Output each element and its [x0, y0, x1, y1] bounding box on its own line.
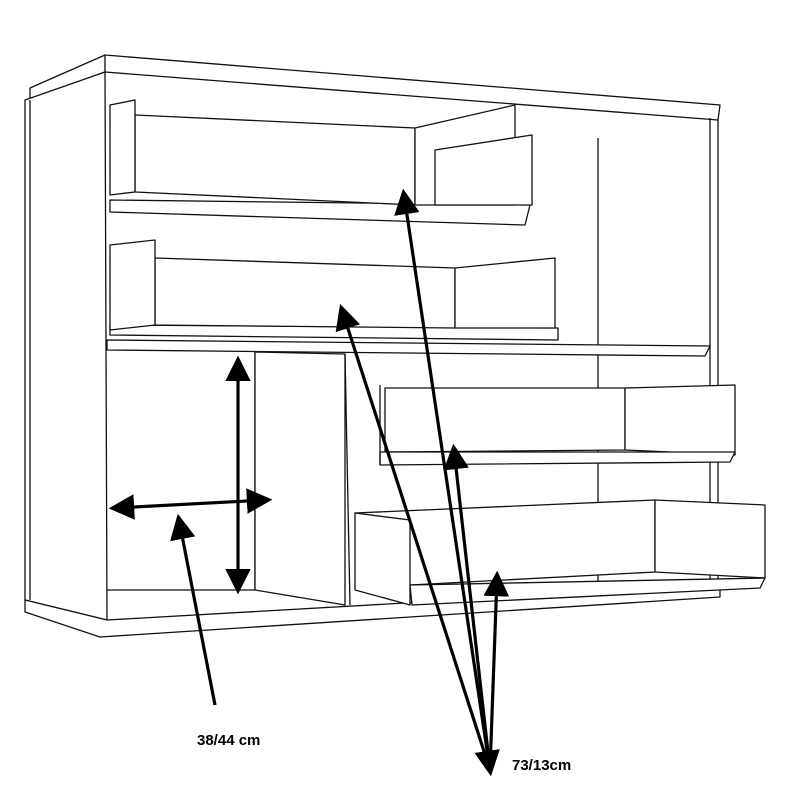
drawer-arrow-4 [483, 570, 510, 771]
upper-drawer [109, 99, 533, 226]
second-drawer [109, 239, 559, 341]
depth-arrow [170, 513, 217, 706]
bottom-drawer [354, 499, 766, 606]
drawer-arrow-2 [335, 303, 492, 771]
dimension-arrows [108, 188, 510, 777]
width-arrow [108, 488, 273, 520]
depth-label: 38/44 cm [197, 732, 261, 749]
drawer-arrow-1 [394, 188, 500, 777]
drawer-label: 73/13cm [512, 757, 572, 774]
drawer-arrow-3 [443, 443, 492, 771]
